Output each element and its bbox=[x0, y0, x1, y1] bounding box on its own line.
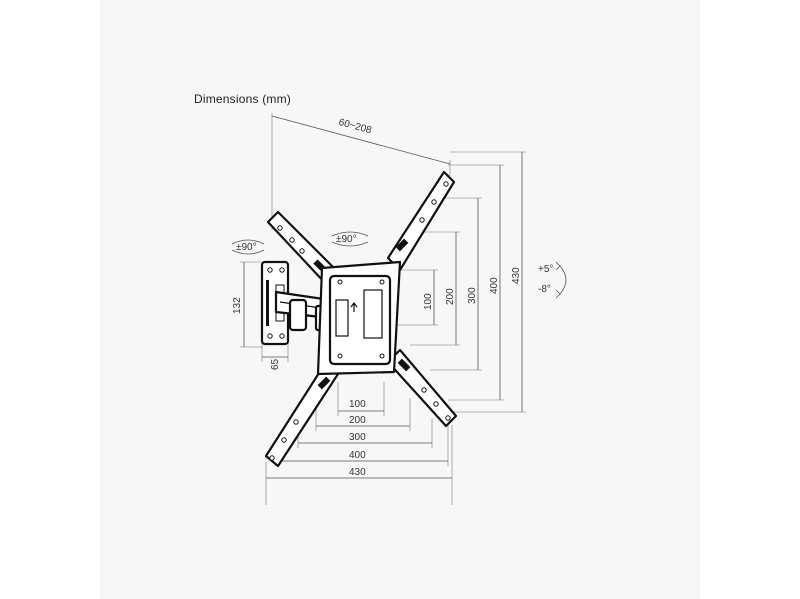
v200-label: 200 bbox=[445, 288, 456, 305]
arm-extension-label: 60~208 bbox=[337, 117, 373, 136]
h300-label: 300 bbox=[349, 432, 366, 443]
h400-label: 400 bbox=[349, 450, 366, 461]
v100-label: 100 bbox=[423, 293, 434, 310]
head-rotation-label: ±90° bbox=[336, 234, 357, 245]
v300-label: 300 bbox=[467, 287, 478, 304]
h430-label: 430 bbox=[349, 467, 366, 478]
head-plate bbox=[316, 260, 402, 376]
wall-plate-height-label: 132 bbox=[232, 297, 243, 314]
wall-rotation-indicator: ±90° bbox=[231, 239, 265, 255]
tilt-down-label: -8° bbox=[538, 284, 551, 295]
head-rotation-indicator: ±90° bbox=[331, 231, 369, 247]
h200-label: 200 bbox=[349, 415, 366, 426]
wall-plate-dimensions: 132 65 bbox=[232, 261, 289, 370]
h100-label: 100 bbox=[349, 399, 366, 410]
diagram-title: Dimensions (mm) bbox=[194, 92, 292, 106]
arm-top-right bbox=[386, 170, 456, 272]
arm-bottom-left bbox=[264, 360, 340, 468]
tilt-indicator: +5° -8° bbox=[538, 261, 567, 299]
diagram-panel bbox=[100, 0, 700, 599]
vertical-dimensions: 430 400 300 200 100 bbox=[395, 151, 526, 413]
tilt-up-label: +5° bbox=[538, 264, 553, 275]
wall-plate-width-label: 65 bbox=[270, 358, 281, 370]
wall-rotation-label: ±90° bbox=[236, 242, 257, 253]
v430-label: 430 bbox=[511, 267, 522, 284]
arm-bottom-right bbox=[386, 348, 458, 428]
v400-label: 400 bbox=[489, 277, 500, 294]
